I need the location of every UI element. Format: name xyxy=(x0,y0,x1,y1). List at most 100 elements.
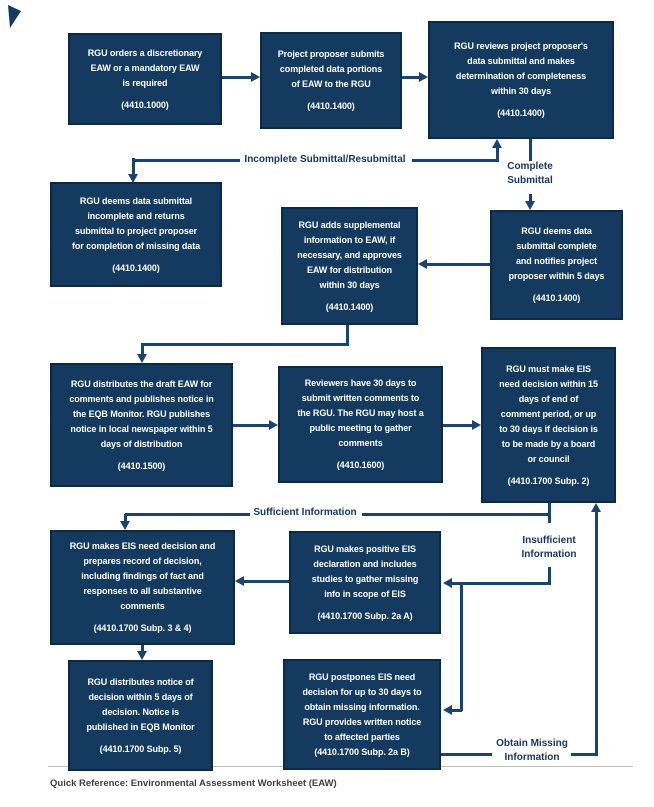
flow-box-text-line: RGU orders a discretionary xyxy=(87,47,203,58)
flow-box-text-line: of EAW to the RGU xyxy=(291,79,371,89)
flow-box-text-line: for completion of missing data xyxy=(71,240,200,251)
flow-arrowhead-down xyxy=(525,201,535,210)
flow-box-text-line: completed data portions xyxy=(279,64,383,74)
flow-box-text-line: EAW or a mandatory EAW xyxy=(90,62,200,73)
flow-connector-line xyxy=(594,512,598,756)
flow-box-proposer-submits-data: Project proposer submits completed data p… xyxy=(260,32,402,129)
flow-box-text-line: the RGU. The RGU may host a xyxy=(297,408,424,418)
flow-box-text-line: to be made by a board xyxy=(501,438,596,449)
rule-citation: (4410.1400) xyxy=(325,301,374,312)
label-obtain-missing-information: Obtain Missing Information xyxy=(496,738,568,763)
flow-box-text-line: need decision within 15 xyxy=(499,378,598,389)
flow-arrowhead-down xyxy=(128,174,138,183)
flow-box-text-line: public meeting to gather xyxy=(309,423,412,433)
flow-arrowhead-right xyxy=(269,420,278,430)
flow-box-text-line: info in scope of EIS xyxy=(324,588,406,599)
flow-box-rgu-positive-declaration: RGU makes positive EIS declaration and in… xyxy=(289,531,441,634)
flow-box-text-line: incomplete and returns xyxy=(87,210,185,221)
flow-box-text-line: comments xyxy=(120,601,165,611)
label-complete-submittal: Complete Submittal xyxy=(507,161,553,186)
flow-connector-line xyxy=(441,752,492,756)
rule-citation: (4410.1600) xyxy=(336,460,385,470)
label-sufficient-information: Sufficient Information xyxy=(253,507,357,518)
flow-connector-line xyxy=(244,579,289,583)
flow-box-text-line: comments xyxy=(338,438,383,448)
flow-box-text-line: days of distribution xyxy=(100,438,183,449)
flow-box-text-line: Project proposer submits xyxy=(277,49,385,59)
flow-box-text-line: RGU provides written notice xyxy=(302,716,422,727)
flow-box-text-line: within 30 days xyxy=(490,86,552,96)
flow-connector-line xyxy=(402,75,419,79)
page-caption: Quick Reference: Environmental Assessmen… xyxy=(50,778,337,789)
flow-box-text-line: Reviewers have 30 days to xyxy=(304,378,417,388)
flow-connector-line xyxy=(452,708,462,712)
flow-box-text-line: RGU makes positive EIS xyxy=(314,543,416,554)
flow-box-text-line: and notifies project xyxy=(515,256,597,266)
flow-box-text-line: submittal complete xyxy=(516,241,597,251)
flow-box-text-line: decision for up to 30 days to xyxy=(302,686,422,697)
flow-box-text-line: RGU distributes the draft EAW for xyxy=(70,378,213,389)
flow-arrowhead-down xyxy=(137,354,147,363)
flow-arrowhead-left xyxy=(235,576,244,586)
flow-arrowhead-right xyxy=(472,420,481,430)
flow-box-text-line: EAW for distribution xyxy=(307,264,392,275)
flow-box-text-line: necessary, and approves xyxy=(297,249,402,260)
flow-box-text-line: to 30 days if decision is xyxy=(499,423,598,434)
flow-box-text-line: prepares record of decision, xyxy=(83,556,202,566)
rule-citation: (4410.1700 Subp. 2a B) xyxy=(314,746,410,757)
flow-box-text-line: is required xyxy=(122,77,168,88)
label-incomplete-submittal: Incomplete Submittal/Resubmittal xyxy=(244,154,406,165)
flow-box-text-line: RGU makes EIS need decision and xyxy=(69,541,216,551)
corner-triangle-decoration xyxy=(8,5,21,28)
flow-connector-line xyxy=(443,423,472,427)
rule-citation: (4410.1000) xyxy=(121,99,169,110)
flow-box-text-line: or council xyxy=(527,453,570,464)
label-insufficient-information: Insufficient Information xyxy=(521,535,577,560)
rule-citation: (4410.1700 Subp. 5) xyxy=(99,743,182,754)
flow-arrowhead-up xyxy=(591,503,601,512)
flow-connector-line xyxy=(123,514,127,521)
flow-box-rgu-deems-complete: RGU deems data submittal complete and noti… xyxy=(490,210,623,320)
flow-connector-line xyxy=(233,423,269,427)
rule-citation: (4410.1400) xyxy=(532,293,581,303)
flow-box-text-line: notice in local newspaper within 5 xyxy=(70,423,213,434)
flow-box-rgu-record-of-decision: RGU makes EIS need decision and prepares … xyxy=(50,530,235,645)
flow-arrowhead-up xyxy=(492,139,502,148)
flow-arrowhead-left xyxy=(418,259,427,269)
flow-arrowhead-down xyxy=(137,651,147,660)
flow-box-text-line: within 30 days xyxy=(319,279,380,290)
flow-connector-line xyxy=(362,512,550,516)
flow-connector-line xyxy=(452,581,550,585)
flow-box-text-line: RGU distributes notice of xyxy=(87,676,194,687)
flow-box-text-line: RGU deems data xyxy=(521,226,592,236)
flow-box-text-line: determination of completeness xyxy=(455,71,587,81)
flow-connector-line xyxy=(222,75,251,79)
rule-citation: (4410.1500) xyxy=(117,460,166,471)
flow-box-text-line: obtain missing information. xyxy=(304,701,420,712)
flow-connector-line xyxy=(528,139,532,161)
rule-citation: (4410.1400) xyxy=(112,262,160,273)
flow-box-text-line: the EQB Monitor. RGU publishes xyxy=(72,408,210,419)
flow-box-text-line: RGU must make EIS xyxy=(506,363,591,374)
flow-connector-line xyxy=(495,148,499,162)
flow-connector-line xyxy=(528,194,532,201)
flow-connector-line xyxy=(571,752,597,756)
flow-connector-line xyxy=(547,567,551,585)
flow-connector-line xyxy=(141,342,348,346)
rule-citation: (4410.1700 Subp. 3 & 4) xyxy=(93,623,192,633)
flow-arrowhead-left xyxy=(443,578,452,588)
flow-box-text-line: data submittal and makes xyxy=(467,56,575,66)
rule-citation: (4410.1400) xyxy=(307,101,355,111)
flow-connector-line xyxy=(140,645,144,651)
flow-box-text-line: declaration and includes xyxy=(313,558,417,569)
flow-box-text-line: to affected parties xyxy=(324,731,400,742)
flow-connector-line xyxy=(131,158,135,174)
